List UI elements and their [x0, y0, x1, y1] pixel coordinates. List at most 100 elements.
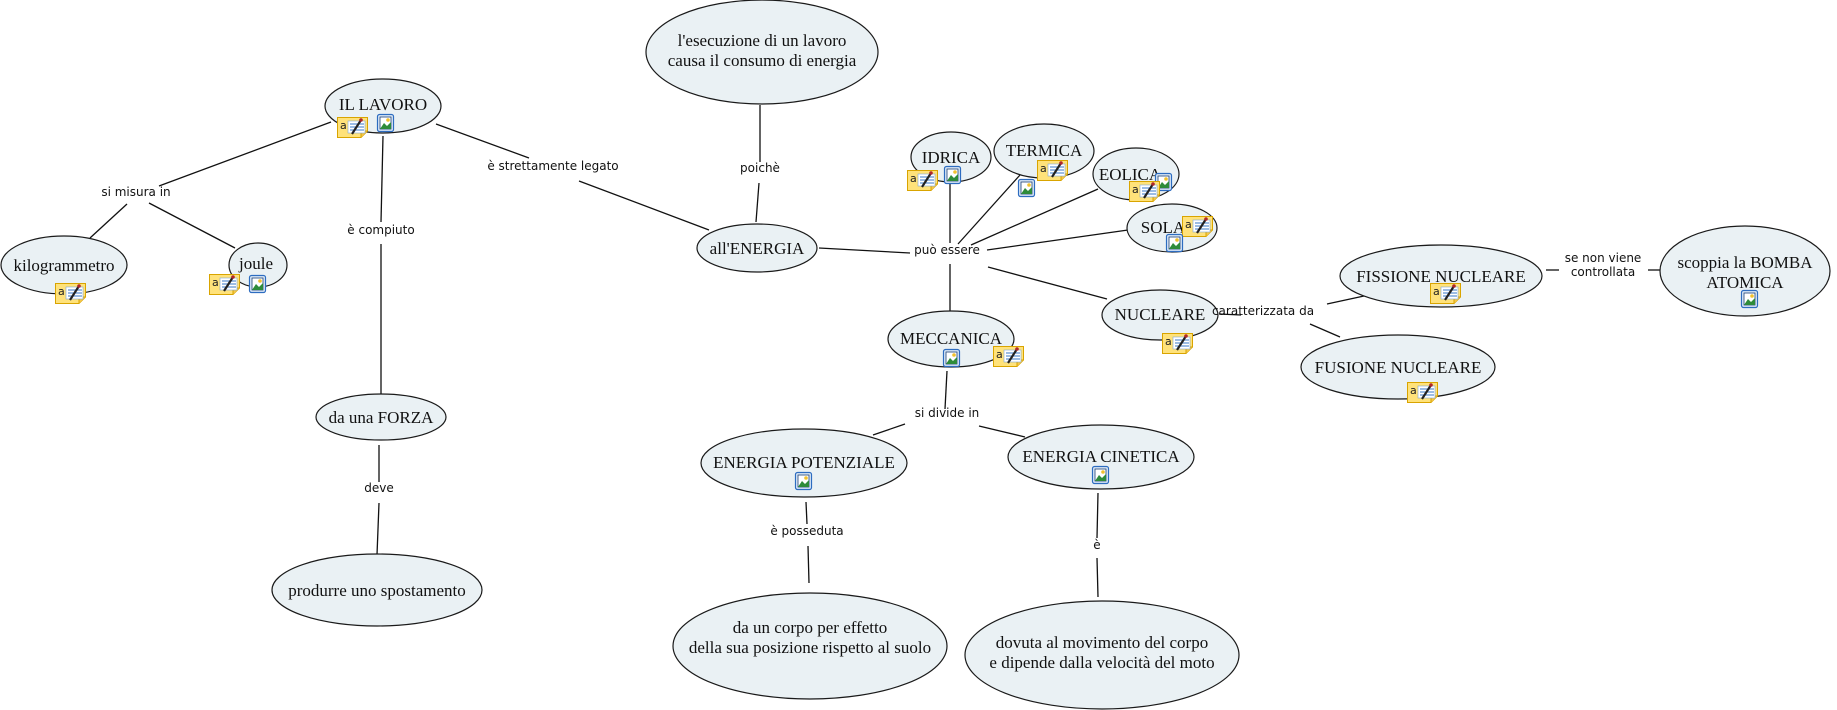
linking-phrase-poiche[interactable]: poichè [740, 161, 780, 175]
concept-fusione[interactable]: FUSIONE NUCLEARE [1300, 334, 1496, 404]
concept-cinetica[interactable]: ENERGIA CINETICA [1007, 424, 1195, 490]
connection-line-si-misura-in-to-joule [148, 202, 236, 249]
concept-nucleare[interactable]: NUCLEARE [1101, 289, 1219, 355]
concept-ellipse[interactable] [696, 223, 818, 273]
concept-potenziale[interactable]: ENERGIA POTENZIALE [700, 428, 908, 498]
attached-image-icon[interactable] [943, 165, 962, 185]
linking-phrase-label: deve [364, 481, 393, 495]
concept-kilogrammetro[interactable]: kilogrammetro [0, 235, 128, 305]
annotation-note-icon[interactable] [1036, 159, 1069, 182]
connection-line-nucleare-to-caratterizzata [1218, 313, 1242, 316]
concept-label: FUSIONE NUCLEARE [1315, 358, 1482, 377]
attached-image-icon[interactable] [942, 348, 961, 368]
concept-label: FISSIONE NUCLEARE [1356, 267, 1526, 286]
concept-ellipse[interactable] [1659, 225, 1831, 317]
concept-lavoro[interactable]: IL LAVORO [324, 78, 442, 139]
connection-line-meccanica-to-si-divide [944, 370, 948, 410]
concept-label: SOLA [1141, 218, 1186, 237]
connection-line-potenziale-to-posseduta [805, 501, 808, 525]
linking-phrase-label: è strettamente legato [487, 159, 618, 173]
attached-image-icon[interactable] [248, 274, 267, 294]
concept-label: joule [238, 254, 273, 273]
attached-image-icon[interactable] [376, 113, 395, 133]
concept-label: MECCANICA [900, 329, 1003, 348]
linking-phrase-compiuto[interactable]: è compiuto [347, 223, 414, 237]
concept-ellipse[interactable] [271, 553, 483, 627]
linking-phrase-puo-essere[interactable]: può essere [914, 243, 980, 257]
concept-termica[interactable]: TERMICA [993, 123, 1095, 198]
concept-label: produrre uno spostamento [288, 581, 466, 600]
linking-phrase-label: è [1093, 538, 1100, 552]
attached-image-icon[interactable] [1091, 465, 1110, 485]
concept-ellipse[interactable] [645, 0, 879, 105]
concept-label: e dipende dalla velocità del moto [989, 653, 1214, 672]
concept-ellipse[interactable] [964, 600, 1240, 710]
concept-idrica[interactable]: IDRICA [906, 131, 992, 192]
linking-phrase-legato[interactable]: è strettamente legato [487, 159, 618, 173]
linking-phrase-label: è compiuto [347, 223, 414, 237]
connection-line-puo-essere-to-nucleare [987, 266, 1108, 300]
annotation-note-icon[interactable] [992, 345, 1025, 368]
annotation-note-icon[interactable] [1406, 381, 1439, 404]
concept-label: causa il consumo di energia [668, 51, 857, 70]
concept-energia[interactable]: all'ENERGIA [696, 223, 818, 273]
attached-image-icon[interactable] [794, 471, 813, 491]
linking-phrase-posseduta[interactable]: è posseduta [770, 524, 843, 538]
concept-spostamento[interactable]: produrre uno spostamento [271, 553, 483, 627]
attached-image-icon[interactable] [1017, 178, 1036, 198]
linking-phrase-deve[interactable]: deve [364, 481, 393, 495]
annotation-note-icon[interactable] [208, 273, 241, 296]
annotation-note-icon[interactable] [54, 282, 87, 305]
concept-ellipse[interactable] [672, 592, 948, 700]
concept-forza[interactable]: da una FORZA [315, 393, 447, 441]
connection-line-poiche-to-energia [755, 182, 760, 223]
linking-phrase-e[interactable]: è [1093, 538, 1100, 552]
concept-label: IDRICA [922, 148, 981, 167]
concept-label: NUCLEARE [1115, 305, 1206, 324]
annotation-note-icon[interactable] [1161, 332, 1194, 355]
annotation-note-icon[interactable] [1181, 215, 1214, 238]
concept-meccanica[interactable]: MECCANICA [887, 310, 1025, 368]
concept-label: da una FORZA [329, 408, 435, 427]
linking-phrases-layer: si misura in è compiuto deve è strettamente… [101, 159, 1641, 552]
connection-line-puo-essere-to-sola [986, 229, 1129, 251]
linking-phrase-label: caratterizzata da [1212, 304, 1314, 318]
concept-sola[interactable]: SOLA [1126, 203, 1218, 253]
linking-phrase-caratterizzata[interactable]: caratterizzata da [1212, 304, 1314, 318]
concept-label: ATOMICA [1706, 273, 1784, 292]
annotation-note-icon[interactable] [1128, 180, 1161, 203]
concept-ellipse[interactable] [1007, 424, 1195, 490]
connection-line-deve-to-spostamento [376, 502, 380, 556]
concept-ellipse[interactable] [1300, 334, 1496, 400]
concept-eolica[interactable]: EOLICA [1092, 147, 1180, 203]
concept-label: ENERGIA CINETICA [1022, 447, 1180, 466]
attached-image-icon[interactable] [1740, 289, 1759, 309]
annotation-note-icon[interactable] [906, 169, 939, 192]
concept-ellipse[interactable] [1339, 244, 1543, 308]
annotation-note-icon[interactable] [336, 116, 369, 139]
concept-label: IL LAVORO [339, 95, 427, 114]
linking-phrase-si-divide[interactable]: si divide in [915, 406, 980, 420]
connection-lines [89, 105, 1661, 598]
concept-ellipse[interactable] [700, 428, 908, 498]
concept-fissione[interactable]: FISSIONE NUCLEARE [1339, 244, 1543, 308]
concept-joule[interactable]: joule [208, 242, 288, 296]
connection-line-si-misura-in-to-kilogrammetro [89, 203, 128, 239]
linking-phrase-si-misura-in[interactable]: si misura in [101, 185, 170, 199]
concept-label: all'ENERGIA [710, 239, 805, 258]
concept-label: kilogrammetro [13, 256, 114, 275]
concept-ellipse[interactable] [315, 393, 447, 441]
connection-line-si-divide-to-cinetica [978, 425, 1026, 438]
attached-image-icon[interactable] [1165, 233, 1184, 253]
linking-phrase-label: controllata [1571, 265, 1635, 279]
concept-ellipse[interactable] [1101, 289, 1219, 341]
concept-label: TERMICA [1006, 141, 1083, 160]
annotation-note-icon[interactable] [1429, 282, 1462, 305]
connection-line-lavoro-to-legato [435, 123, 530, 159]
